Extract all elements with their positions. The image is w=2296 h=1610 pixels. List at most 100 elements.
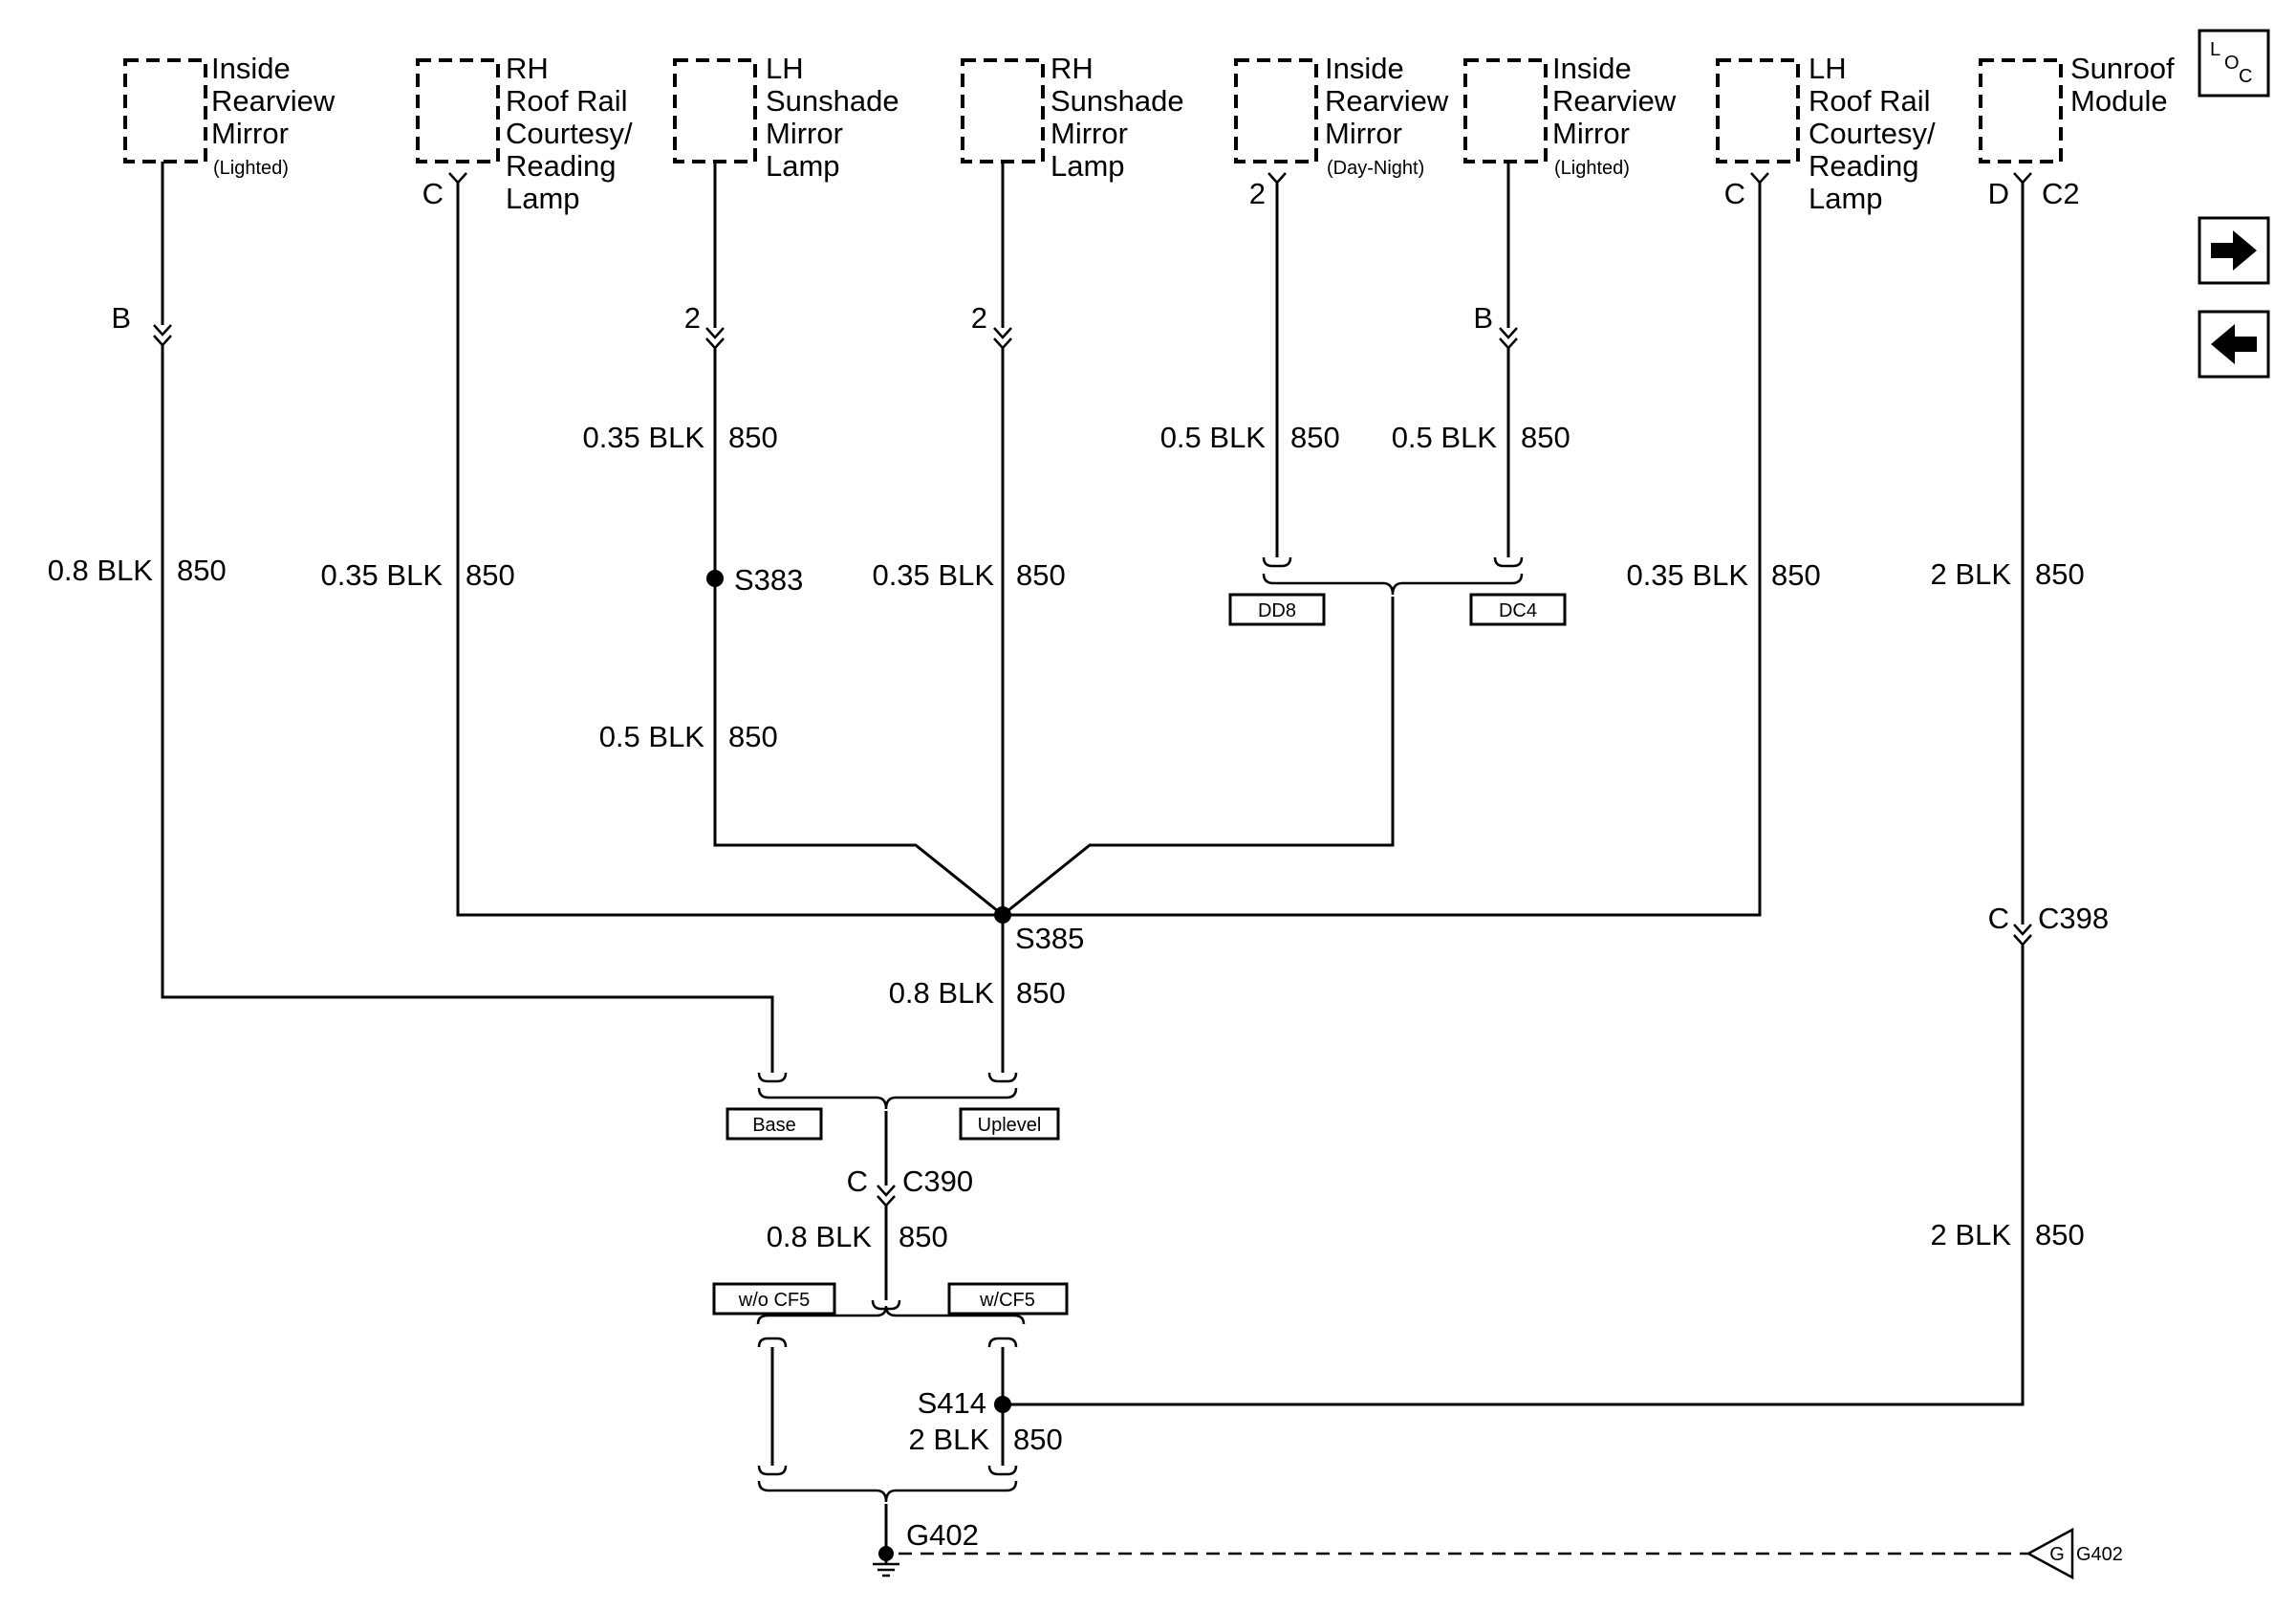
wire-size-label: 0.8 BLK [48,554,154,587]
wire-size-label: 0.5 BLK [1160,421,1267,454]
option-label: w/o CF5 [738,1290,810,1311]
pin-label: D [1988,177,2009,210]
pin-label: B [111,301,131,335]
component-inside-rearview-mirror-day-night: Inside Rearview Mirror (Day-Night) [1234,52,1449,179]
splice-label: S414 [918,1386,986,1420]
wire-size-label: 0.8 BLK [767,1220,873,1253]
wire-size-label: 0.5 BLK [599,720,705,753]
svg-text:Mirror: Mirror [1325,117,1402,150]
wire-size-label: 0.35 BLK [320,558,443,592]
option-bracket-base-uplevel [757,1072,1018,1300]
svg-text:RH: RH [1051,52,1094,85]
svg-text:Inside: Inside [1552,52,1632,85]
wire-lh-roof-rail [1003,172,1769,917]
component-label: Reading [1809,149,1918,183]
wire-size-label: 0.35 BLK [1626,558,1748,592]
svg-text:Lamp: Lamp [1809,182,1883,215]
svg-text:Mirror: Mirror [211,117,289,150]
option-box-dd8: DD8 [1228,593,1326,626]
component-sublabel: (Lighted) [1554,158,1630,179]
svg-text:LH: LH [1809,52,1847,85]
wire-size-label: 2 BLK [909,1423,990,1456]
option-box-dc4: DC4 [1469,593,1567,626]
option-box-with-cf5: w/CF5 [947,1282,1069,1316]
option-bracket-dd8-dc4 [1002,556,1524,917]
svg-text:Reading: Reading [1809,149,1918,183]
wire-circuit-label: 850 [728,720,778,753]
pin-label: 2 [684,301,701,335]
svg-text:Roof Rail: Roof Rail [506,84,628,118]
svg-text:Courtesy/: Courtesy/ [506,117,633,150]
component-label: LH [1809,52,1847,85]
svg-text:Rearview: Rearview [1325,84,1449,118]
svg-text:Sunshade: Sunshade [766,84,899,118]
option-label: Base [752,1115,796,1136]
next-page-button[interactable] [2198,216,2270,285]
option-label: w/CF5 [979,1290,1035,1311]
component-label: Roof Rail [1809,84,1931,118]
svg-text:Mirror: Mirror [766,117,843,150]
option-box-uplevel: Uplevel [959,1107,1060,1141]
component-label: Lamp [1809,182,1883,215]
option-box-base: Base [726,1107,823,1141]
svg-text:C: C [2239,66,2252,87]
splice-dot [706,570,724,587]
component-label: Mirror [1552,117,1630,150]
component-label: RH [506,52,549,85]
previous-page-button[interactable] [2198,310,2270,379]
svg-text:Lamp: Lamp [766,149,840,183]
component-rh-roof-rail-lamp: RH Roof Rail Courtesy/ Reading Lamp [416,52,633,215]
wire-circuit-label: 850 [1016,558,1066,592]
wire-circuit-label: 850 [899,1220,948,1253]
loc-letter: C [2239,66,2252,87]
loc-letter: L [2210,39,2220,60]
ground-reference-label: G402 [2076,1544,2123,1565]
arrow-left-icon [2211,324,2257,364]
component-label: Mirror [1051,117,1128,150]
wire-sunroof-module [1006,172,2032,1406]
wire-mirror-lighted-to-base [153,162,774,1073]
connector-pin-label: C [1988,902,2009,935]
wire-circuit-label: 850 [2035,557,2085,591]
component-label: Mirror [1325,117,1402,150]
component-label: Rearview [211,84,336,118]
pin-label: B [1473,301,1493,335]
component-sublabel: (Day-Night) [1327,158,1424,179]
pin-label: 2 [1249,177,1266,210]
component-label: Courtesy/ [506,117,633,150]
svg-text:Sunshade: Sunshade [1051,84,1184,118]
component-label: Rearview [1325,84,1449,118]
option-label: Uplevel [978,1115,1042,1136]
connector-pin-label: C [847,1164,868,1198]
svg-text:(Lighted): (Lighted) [213,158,289,179]
wire-circuit-label: 850 [1521,421,1570,454]
wire-circuit-label: 850 [2035,1218,2085,1251]
component-label: Lamp [506,182,580,215]
wire-circuit-label: 850 [1771,558,1821,592]
component-label: Reading [506,149,616,183]
wire-lh-sunshade [705,162,1004,917]
component-label: Lamp [766,149,840,183]
svg-text:Mirror: Mirror [1552,117,1630,150]
option-box-without-cf5: w/o CF5 [712,1282,836,1316]
component-label: Sunroof [2070,52,2175,85]
svg-text:Reading: Reading [506,149,616,183]
svg-text:Lamp: Lamp [1051,149,1125,183]
connector-label: C2 [2042,177,2080,210]
svg-text:Roof Rail: Roof Rail [1809,84,1931,118]
component-label: Courtesy/ [1809,117,1936,150]
wire-size-label: 2 BLK [1931,557,2012,591]
svg-text:Rearview: Rearview [211,84,336,118]
ground-reference-letter: G [2049,1544,2065,1565]
svg-text:Inside: Inside [1325,52,1404,85]
component-sunroof-module: Sunroof Module [1979,52,2175,163]
svg-text:L: L [2210,39,2220,60]
option-label: DD8 [1258,600,1296,621]
component-inside-rearview-mirror-lighted-1: Inside Rearview Mirror (Lighted) [123,52,336,179]
wire-size-label: 2 BLK [1931,1218,2012,1251]
wire-circuit-label: 850 [1013,1423,1063,1456]
wire-mirror-lighted-2 [1499,162,1518,557]
wire-circuit-label: 850 [1016,976,1066,1010]
wire-mirror-day-night [1267,172,1287,557]
